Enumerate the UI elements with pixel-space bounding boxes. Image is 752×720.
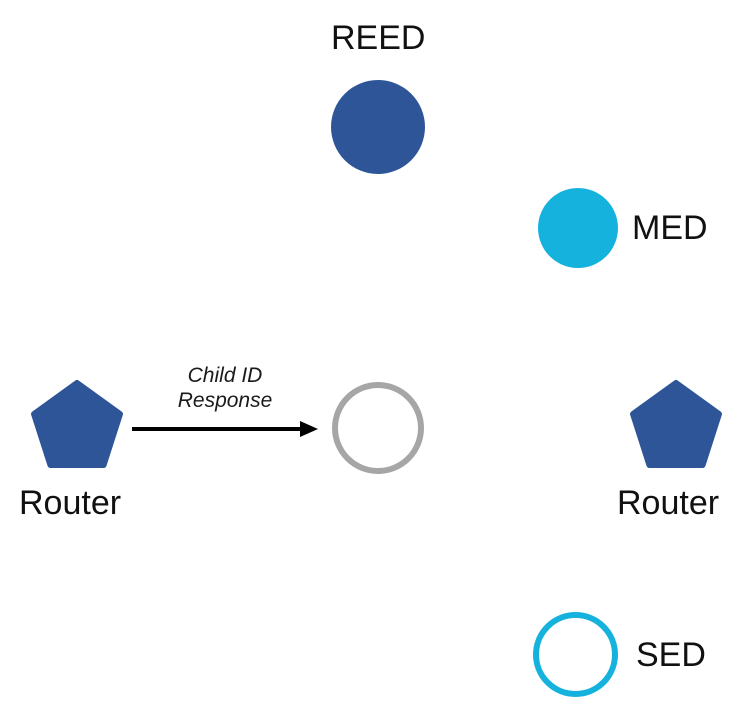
node-joining-device-circle[interactable] bbox=[332, 382, 424, 474]
edge-arrow-child-id-response bbox=[132, 420, 322, 440]
edge-label-line-1: Child ID bbox=[187, 364, 263, 387]
pentagon-shape-icon bbox=[31, 380, 123, 468]
node-label-sed: SED bbox=[636, 636, 706, 674]
node-router-left-pentagon[interactable] bbox=[31, 379, 123, 471]
node-label-reed: REED bbox=[331, 19, 426, 57]
node-label-router-right: Router bbox=[617, 484, 720, 522]
pentagon-shape-icon bbox=[630, 380, 722, 468]
node-label-router-left: Router bbox=[19, 484, 122, 522]
node-med-circle[interactable] bbox=[538, 188, 618, 268]
node-sed-circle[interactable] bbox=[533, 612, 618, 697]
node-label-med: MED bbox=[632, 209, 708, 247]
node-router-right-pentagon[interactable] bbox=[630, 379, 722, 471]
arrow-right-icon bbox=[132, 421, 318, 437]
edge-label-child-id-response: Child ID Response bbox=[160, 363, 290, 413]
node-reed-circle[interactable] bbox=[331, 80, 425, 174]
edge-label-line-2: Response bbox=[177, 389, 273, 412]
